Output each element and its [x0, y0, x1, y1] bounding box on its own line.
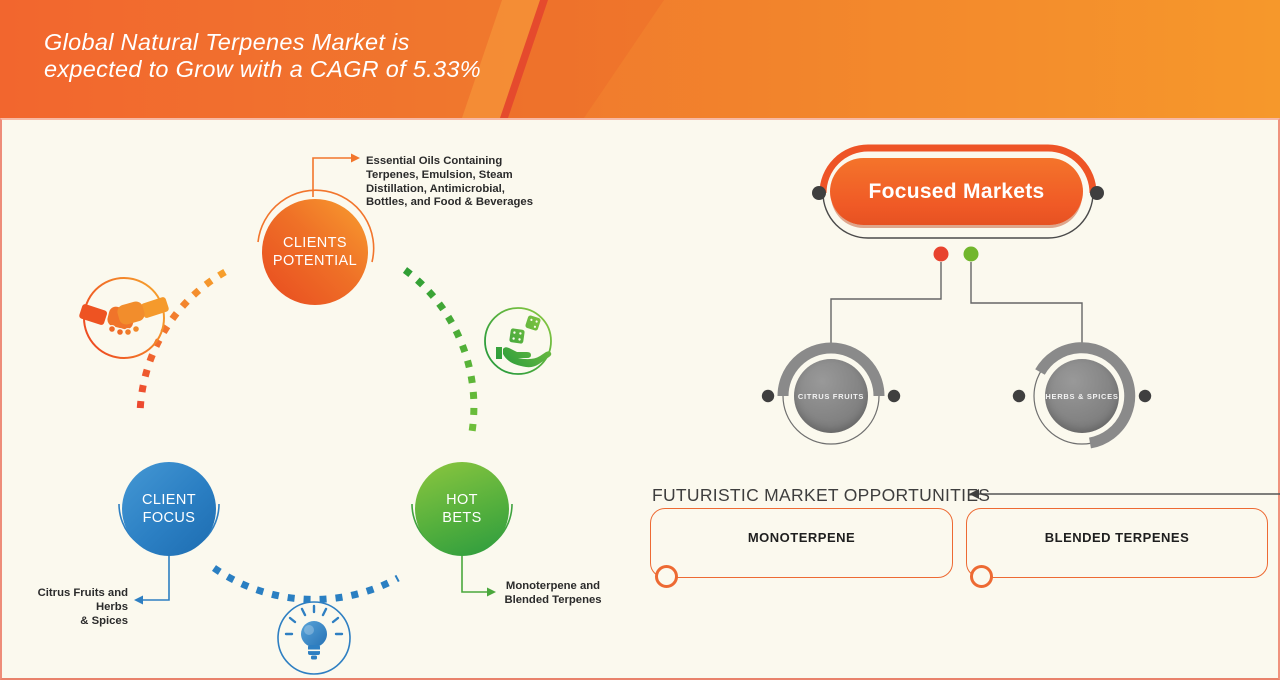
- opportunities-arrowhead: [969, 489, 979, 499]
- tree-branch-right: [970, 262, 1083, 343]
- opportunity-ring-left: [655, 565, 678, 588]
- opportunity-box-blended-terpenes: BLENDED TERPENES: [966, 508, 1268, 578]
- lightbulb-icon: [277, 601, 351, 675]
- banner-dark-wedge: [507, 0, 664, 118]
- connector-hot-bets: [461, 556, 487, 593]
- capsule-dot-right: [1090, 186, 1104, 200]
- banner-slash-decoration: [462, 0, 664, 118]
- capsule-arc-orange: [819, 144, 1097, 194]
- dashed-arc-green: [402, 267, 478, 433]
- node-clients-potential: CLIENTS POTENTIAL: [262, 199, 368, 305]
- page-title: Global Natural Terpenes Market is expect…: [44, 29, 481, 82]
- member-circle-citrus-fruits: CITRUS FRUITS: [794, 359, 868, 433]
- member-circle-herbs-spices: HERBS & SPICES: [1045, 359, 1119, 433]
- lightbulb-rays: [284, 604, 344, 636]
- annotation-hot-bets: Monoterpene and Blended Terpenes: [504, 580, 602, 606]
- focused-markets-pill: Focused Markets: [830, 158, 1083, 225]
- annotation-client-focus: Citrus Fruits and Herbs & Spices: [37, 587, 128, 627]
- capsule-dot-left: [812, 186, 826, 200]
- header-banner: Global Natural Terpenes Market is expect…: [0, 0, 1280, 118]
- opportunities-heading: FUTURISTIC MARKET OPPORTUNITIES: [652, 485, 991, 505]
- banner-red-slash: [500, 0, 548, 118]
- dice-hand-icon: [484, 307, 552, 375]
- dashed-arc-orange: [136, 268, 227, 417]
- member-label-herbs: HERBS & SPICES: [1045, 391, 1119, 401]
- halo-arc-clients-potential: [257, 189, 375, 263]
- arrowhead-clients-potential: [351, 153, 360, 163]
- arrowhead-client-focus: [134, 595, 143, 605]
- connector-client-focus: [143, 556, 170, 601]
- connector-clients-potential: [312, 157, 351, 197]
- opportunity-label-blended-terpenes: BLENDED TERPENES: [1044, 530, 1190, 545]
- node-client-focus: CLIENT FOCUS: [122, 462, 216, 556]
- opportunity-ring-right: [970, 565, 993, 588]
- node-hot-bets: HOT BETS: [415, 462, 509, 556]
- capsule-arc-gray: [822, 192, 1094, 239]
- tree-branch-left: [830, 262, 942, 343]
- dashed-arc-blue: [212, 565, 400, 603]
- member-label-citrus: CITRUS FRUITS: [797, 391, 865, 401]
- tree-dot-green: [963, 246, 979, 262]
- handshake-icon: [79, 277, 169, 359]
- tree-dot-red: [933, 246, 949, 262]
- opportunity-box-monoterpene: MONOTERPENE: [650, 508, 953, 578]
- member-ring-citrus: [761, 342, 901, 445]
- annotation-clients-potential: Essential Oils Containing Terpenes, Emul…: [366, 155, 533, 209]
- banner-light-band: [462, 0, 546, 118]
- arrowhead-hot-bets: [487, 587, 496, 597]
- opportunity-label-monoterpene: MONOTERPENE: [747, 530, 856, 545]
- member-ring-herbs: [1012, 342, 1152, 449]
